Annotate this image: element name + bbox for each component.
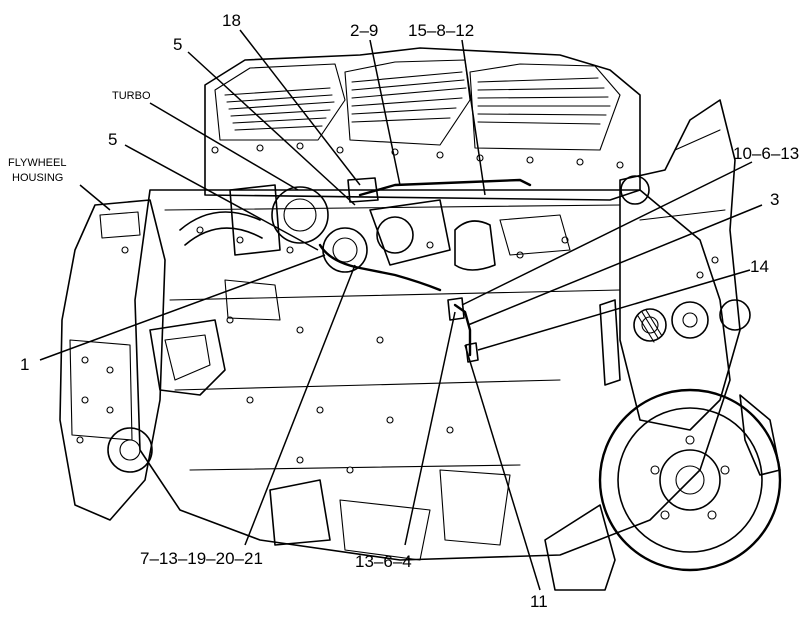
callout-5-top: 5	[173, 35, 182, 54]
callout-10-6-13: 10–6–13	[733, 144, 799, 163]
vibration-damper	[598, 388, 782, 572]
engine-mounts	[544, 394, 781, 591]
engine-block	[134, 189, 731, 561]
callout-flywheel-line1: FLYWHEEL	[8, 157, 66, 169]
oil-supply-tube	[318, 177, 532, 363]
callout-flywheel-line2: HOUSING	[12, 172, 63, 184]
leader-1	[39, 254, 326, 361]
flywheel-housing	[59, 199, 226, 521]
callout-14: 14	[750, 257, 769, 276]
leader-flywheel	[79, 184, 111, 211]
leader-18	[239, 29, 361, 186]
leader-2-9	[369, 39, 401, 186]
callout-1: 1	[20, 355, 29, 374]
leader-turbo	[149, 102, 299, 191]
leader-15-8-12	[461, 39, 486, 196]
valve-covers	[204, 47, 641, 201]
exhaust-manifold	[369, 199, 571, 271]
callout-turbo: TURBO	[112, 90, 151, 102]
leader-7-13-19-20-21	[244, 264, 356, 546]
front-housing	[599, 99, 751, 431]
leader-11	[464, 344, 541, 591]
turbocharger	[179, 184, 368, 321]
oil-pan	[269, 469, 511, 561]
leader-lines	[39, 29, 763, 591]
callout-7-13-19-20-21: 7–13–19–20–21	[140, 549, 263, 568]
callout-15-8-12: 15–8–12	[408, 21, 474, 40]
leader-14	[477, 269, 751, 351]
leader-13-6-4	[404, 311, 456, 546]
leader-10-6-13	[461, 161, 753, 306]
leader-5-left	[124, 144, 319, 251]
callout-11: 11	[530, 592, 548, 611]
callout-2-9: 2–9	[350, 21, 378, 40]
callout-13-6-4: 13–6–4	[355, 552, 412, 571]
callout-3: 3	[770, 190, 779, 209]
leader-5-top	[187, 51, 356, 206]
engine-drawing	[59, 47, 782, 591]
callout-5-left: 5	[108, 130, 117, 149]
callouts: 18 5 2–9 15–8–12 TURBO 5 FLYWHEEL HOUSIN…	[8, 11, 799, 611]
leader-3	[467, 204, 763, 326]
callout-18: 18	[222, 11, 241, 30]
